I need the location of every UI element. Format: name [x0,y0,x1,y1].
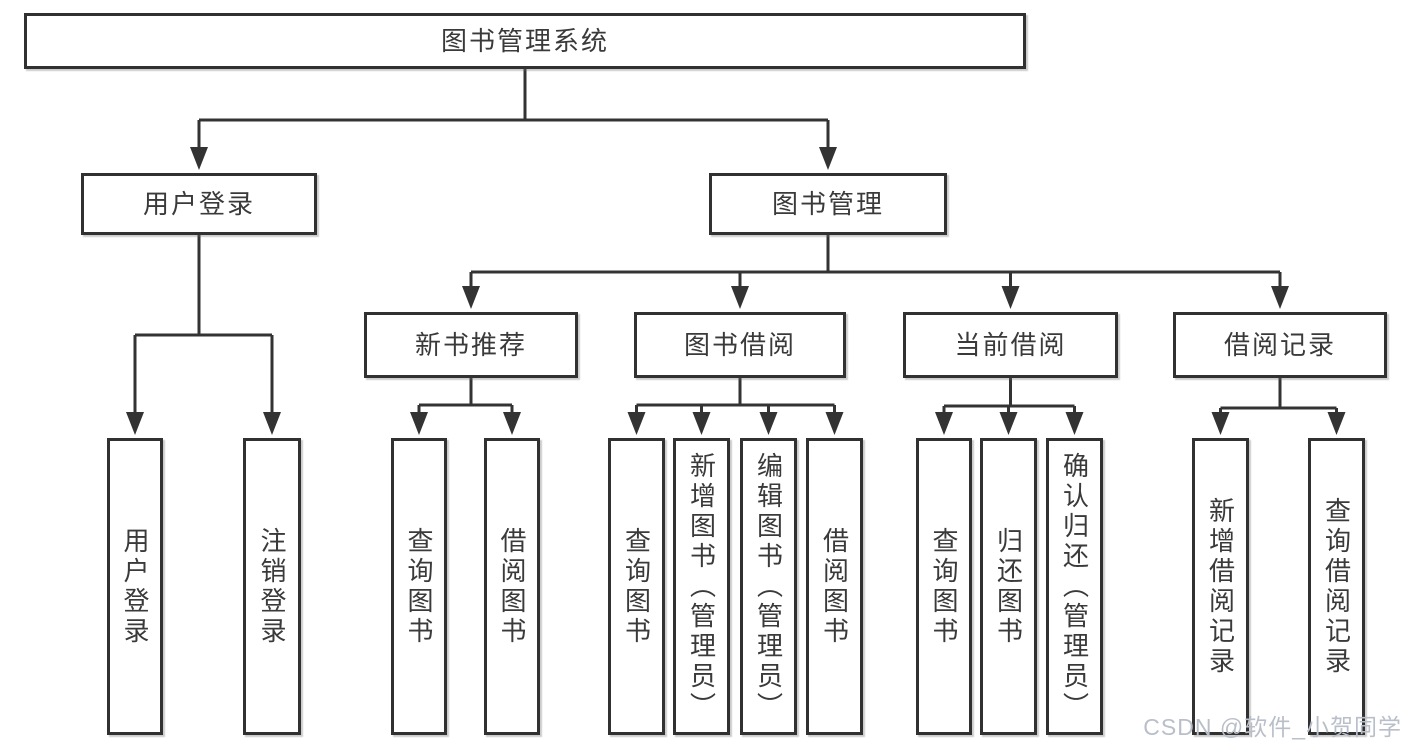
node-current-borrowing: 当前借阅 [903,312,1118,378]
node-nbr-query-books: 查询图书 [391,438,447,735]
node-label-new-book-recommend: 新书推荐 [414,330,527,360]
node-label-nbr-borrow-books: 借阅图书 [497,526,527,647]
node-label-cb-return-books: 归还图书 [993,526,1024,647]
node-borrowing-records: 借阅记录 [1173,312,1387,378]
node-label-bb-add-book-admin: 新增图书（管理员） [686,451,717,722]
node-cb-return-books: 归还图书 [980,438,1037,735]
watermark: CSDN @软件_小贺同学 [1143,714,1402,740]
node-bb-add-book-admin: 新增图书（管理员） [673,438,730,735]
node-bb-borrow-books: 借阅图书 [806,438,863,735]
node-login: 用户登录 [107,438,163,735]
node-label-logout: 注销登录 [257,526,287,647]
node-user-login: 用户登录 [81,173,317,235]
node-bb-edit-book-admin: 编辑图书（管理员） [740,438,797,735]
node-label-login: 用户登录 [120,526,150,647]
node-nbr-borrow-books: 借阅图书 [484,438,540,735]
node-label-bb-edit-book-admin: 编辑图书（管理员） [753,451,784,722]
node-new-book-recommend: 新书推荐 [364,312,578,378]
node-label-cb-query-books: 查询图书 [929,526,959,647]
node-label-book-management: 图书管理 [771,189,884,219]
node-system: 图书管理系统 [24,13,1026,69]
node-bb-query-books: 查询图书 [608,438,665,735]
node-label-current-borrowing: 当前借阅 [954,330,1067,360]
node-cb-confirm-return-admin: 确认归还（管理员） [1046,438,1103,735]
node-label-bb-borrow-books: 借阅图书 [819,526,850,647]
node-br-add-record: 新增借阅记录 [1192,438,1249,735]
node-logout: 注销登录 [243,438,301,735]
node-book-management: 图书管理 [709,173,947,235]
node-label-system: 图书管理系统 [440,26,609,56]
node-label-borrowing-records: 借阅记录 [1223,330,1336,360]
node-br-query-record: 查询借阅记录 [1308,438,1365,735]
node-label-book-borrowing: 图书借阅 [683,330,796,360]
node-cb-query-books: 查询图书 [916,438,972,735]
node-book-borrowing: 图书借阅 [634,312,846,378]
node-label-cb-confirm-return-admin: 确认归还（管理员） [1059,451,1090,722]
node-label-bb-query-books: 查询图书 [621,526,652,647]
node-label-nbr-query-books: 查询图书 [404,526,434,647]
node-label-br-add-record: 新增借阅记录 [1205,496,1236,677]
node-label-user-login: 用户登录 [142,189,255,219]
node-label-br-query-record: 查询借阅记录 [1321,496,1352,677]
